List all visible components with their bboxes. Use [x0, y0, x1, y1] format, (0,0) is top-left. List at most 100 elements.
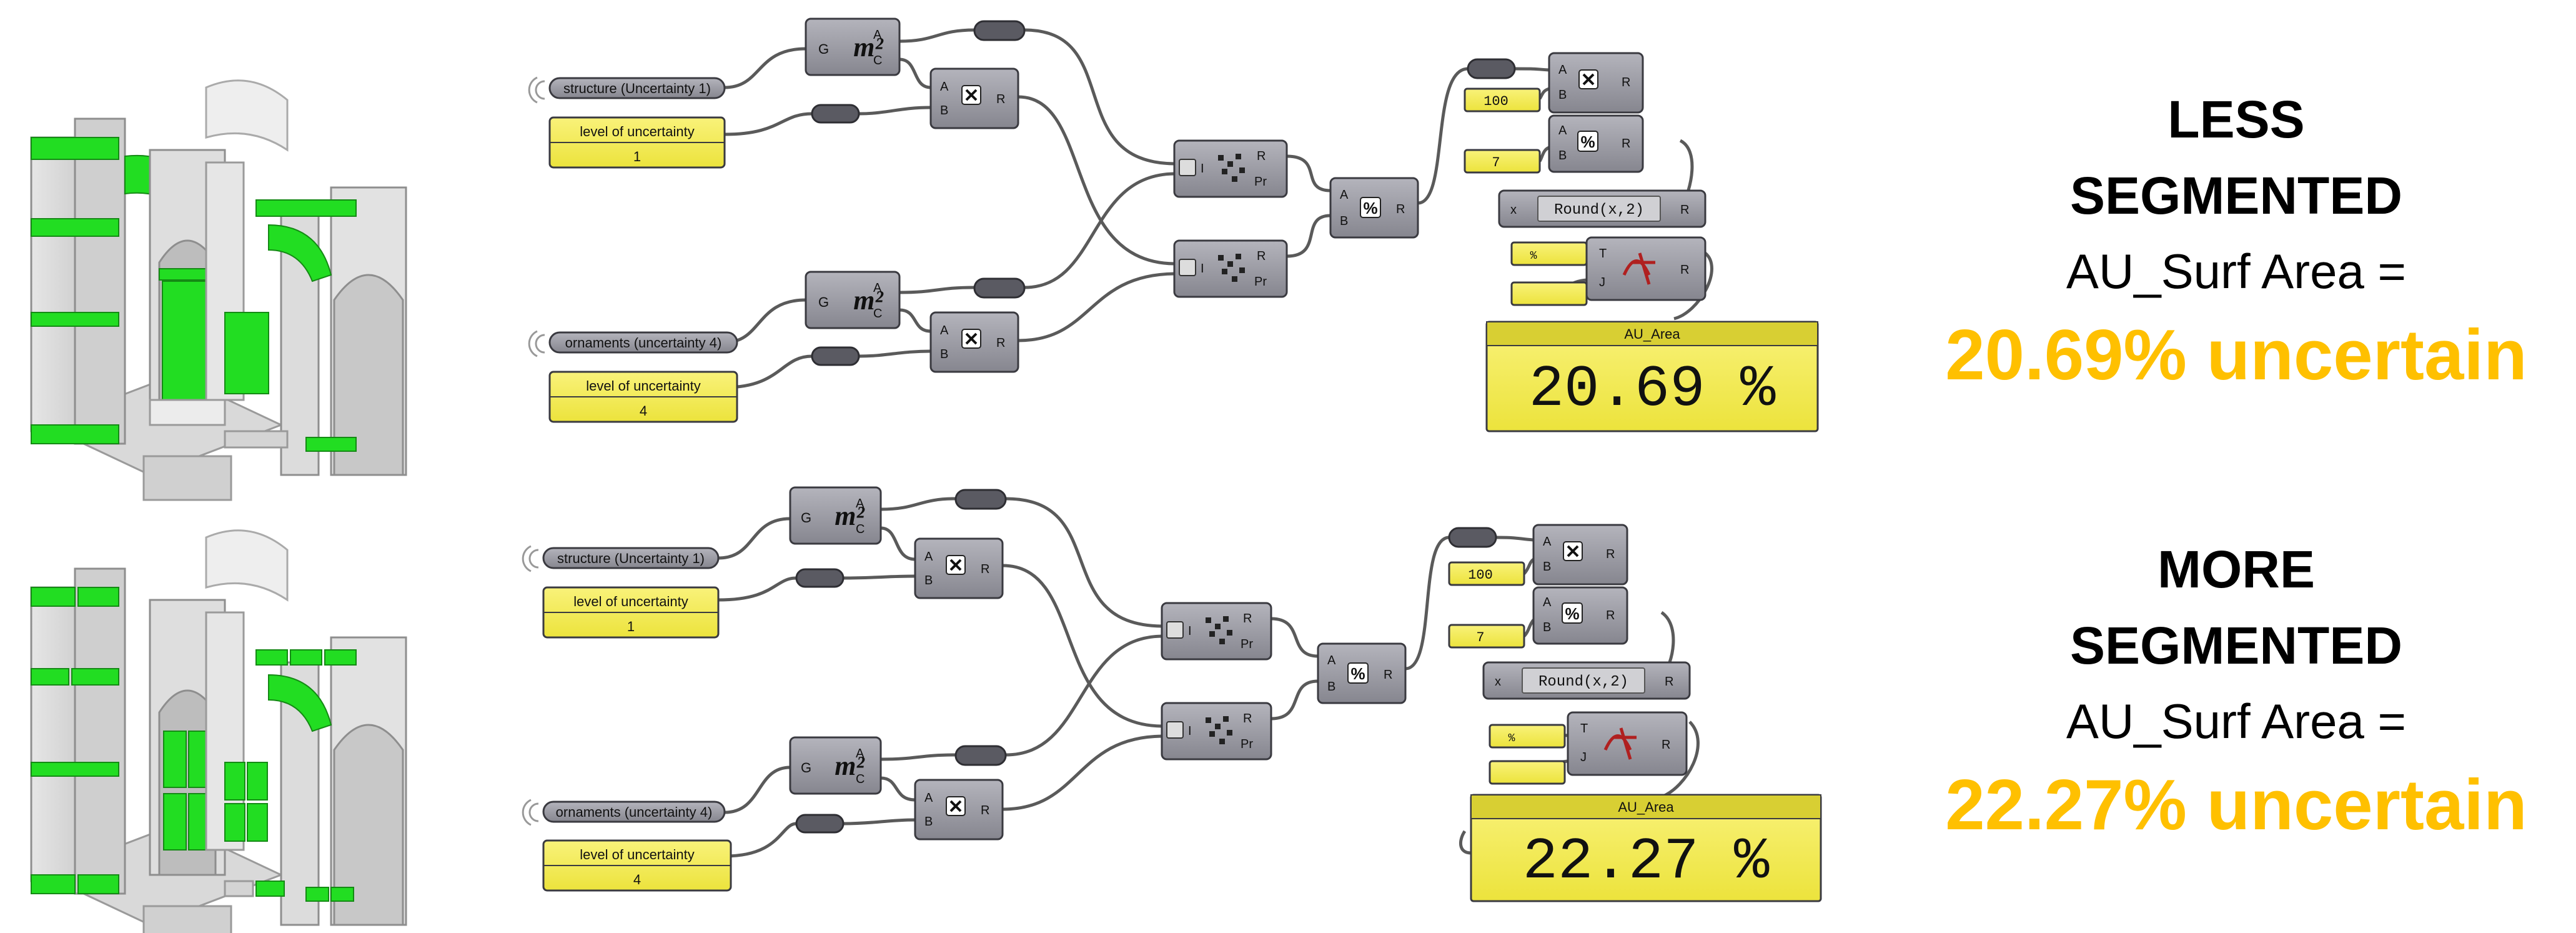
relay-structure-row-2[interactable]	[795, 568, 845, 588]
port-a: A	[1558, 63, 1567, 77]
division-icon	[1347, 662, 1369, 684]
division-component-row-2[interactable]: A B % R	[1317, 642, 1407, 704]
concatenate-component-row-2[interactable]: T J R	[1567, 711, 1688, 776]
port-r: R	[1680, 203, 1689, 217]
result-panel-row-2: AU_Area 22.27 %	[1470, 794, 1822, 902]
panel-value: 20.69 %	[1529, 357, 1776, 423]
area-component-ornaments-row-1[interactable]: G m² A C	[805, 271, 901, 329]
port-a: A	[873, 281, 882, 295]
relay-area-ornaments-row-2[interactable]	[954, 745, 1007, 766]
port-x: x	[1495, 675, 1501, 689]
division-icon	[1562, 602, 1583, 624]
empty-panel-row-2[interactable]	[1489, 760, 1566, 785]
port-g: G	[818, 294, 829, 310]
port-r: R	[1665, 675, 1673, 689]
wires-row-1	[724, 28, 1713, 389]
port-c: C	[873, 54, 882, 67]
empty-panel-row-1[interactable]	[1510, 281, 1588, 306]
percent-symbol: %	[1530, 250, 1537, 262]
area-icon: m²	[835, 751, 864, 781]
relay-area-structure-row-2[interactable]	[954, 489, 1007, 510]
port-b: B	[1543, 621, 1551, 634]
port-a: A	[924, 791, 933, 805]
slider-structure-row-2[interactable]: level of uncertainty 1	[542, 586, 720, 639]
port-x: x	[1510, 203, 1517, 217]
port-a: A	[940, 80, 949, 94]
percent-panel-row-2[interactable]: %	[1489, 724, 1566, 749]
relay-area-structure-row-1[interactable]	[973, 20, 1026, 41]
port-r: R	[1606, 609, 1615, 622]
slider-ornaments-row-1[interactable]: level of uncertainty 4	[548, 371, 738, 423]
division-7-component-row-1[interactable]: A B % R	[1548, 114, 1644, 173]
mass-addition-component-b-row-2[interactable]: I R Pr	[1161, 702, 1272, 761]
port-a: A	[1558, 124, 1567, 137]
port-r: R	[1396, 202, 1405, 216]
slider-label: level of uncertainty	[573, 594, 688, 609]
division-component-row-1[interactable]: A B % R	[1329, 177, 1419, 239]
percent-symbol: %	[1508, 732, 1515, 745]
port-a: A	[856, 497, 864, 511]
const-7-row-1[interactable]: 7	[1464, 149, 1541, 174]
mass-addition-component-a-row-2[interactable]: I R Pr	[1161, 602, 1272, 661]
port-c: C	[856, 772, 864, 786]
slider-value: 1	[627, 619, 635, 634]
slider-ornaments-row-2[interactable]: level of uncertainty 4	[542, 839, 732, 892]
concatenate-component-row-1[interactable]: T J R	[1585, 236, 1707, 301]
area-component-ornaments-row-2[interactable]: G m² A C	[789, 736, 882, 795]
mass-addition-component-b-row-1[interactable]: I R Pr	[1173, 239, 1288, 298]
area-icon: m²	[853, 285, 883, 316]
port-b: B	[1558, 88, 1567, 102]
port-r: R	[1243, 712, 1252, 726]
multiply-component-ornaments-row-2[interactable]: A B R	[914, 779, 1004, 841]
port-a: A	[1327, 654, 1336, 667]
relay-structure-row-1[interactable]	[811, 104, 860, 124]
const-100-row-1[interactable]: 100	[1464, 87, 1541, 112]
percent-panel-row-1[interactable]: %	[1510, 241, 1588, 266]
svg-text:%: %	[1363, 199, 1377, 217]
svg-text:%: %	[1350, 664, 1365, 683]
mass-addition-component-a-row-1[interactable]: I R Pr	[1173, 139, 1288, 198]
port-a: A	[940, 324, 949, 337]
port-i: I	[1201, 162, 1204, 176]
port-r: R	[1243, 612, 1252, 626]
const-value: 100	[1468, 567, 1493, 583]
area-component-structure-row-2[interactable]: G m² A C	[789, 486, 882, 545]
param-ornaments-row-1[interactable]: ornaments (uncertainty 4)	[528, 330, 738, 357]
param-ornaments-row-2[interactable]: ornaments (uncertainty 4)	[522, 799, 726, 826]
relay-ornaments-row-2[interactable]	[795, 814, 845, 834]
area-component-structure-row-1[interactable]: G m² A C	[805, 17, 901, 76]
flatten-icon	[1166, 721, 1184, 739]
const-7-row-2[interactable]: 7	[1448, 624, 1525, 649]
relay-area-ornaments-row-1[interactable]	[973, 277, 1026, 299]
port-i: I	[1188, 624, 1192, 638]
label-segmented: SEGMENTED	[2069, 616, 2403, 675]
port-b: B	[1558, 149, 1567, 162]
panel-title: AU_Area	[1624, 326, 1680, 342]
svg-text:%: %	[1580, 132, 1595, 151]
relay-division-row-2[interactable]	[1448, 527, 1497, 548]
multiply-component-structure-row-1[interactable]: A B R	[929, 67, 1019, 129]
slider-structure-row-1[interactable]: level of uncertainty 1	[548, 116, 726, 169]
multiply-100-component-row-2[interactable]: A B R	[1532, 524, 1628, 586]
port-j: J	[1599, 276, 1605, 289]
port-b: B	[924, 815, 933, 829]
architecture-model-more-segmented	[30, 529, 407, 933]
relay-ornaments-row-1[interactable]	[811, 346, 860, 366]
relay-division-row-1[interactable]	[1467, 58, 1516, 79]
division-7-component-row-2[interactable]: A B % R	[1532, 586, 1628, 645]
multiply-100-component-row-1[interactable]: A B R	[1548, 52, 1644, 114]
param-structure-row-2[interactable]: structure (Uncertainty 1)	[522, 545, 720, 572]
multiply-component-structure-row-2[interactable]: A B R	[914, 537, 1004, 599]
label-block-row-2: MORE SEGMENTED AU_Surf Area = 22.27% unc…	[1899, 531, 2574, 852]
expression-component-row-1[interactable]: x Round(x,2) R	[1498, 189, 1707, 228]
row-2: structure (Uncertainty 1) level of uncer…	[30, 486, 1822, 933]
expression-component-row-2[interactable]: x Round(x,2) R	[1482, 661, 1691, 700]
const-100-row-2[interactable]: 100	[1448, 561, 1525, 586]
param-structure-row-1[interactable]: structure (Uncertainty 1)	[528, 76, 726, 104]
multiply-component-ornaments-row-1[interactable]: A B R	[929, 311, 1019, 373]
wires-row-2	[718, 497, 1700, 858]
param-structure-label: structure (Uncertainty 1)	[557, 551, 705, 566]
division-icon	[1360, 197, 1381, 218]
port-r: R	[996, 92, 1005, 106]
port-i: I	[1188, 724, 1192, 738]
